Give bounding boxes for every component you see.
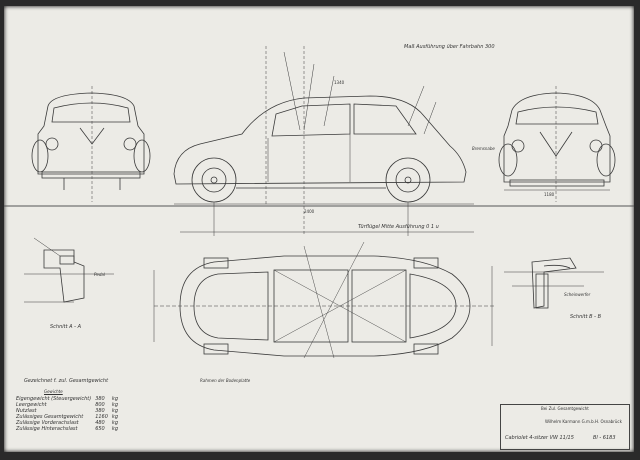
weight-label: Leergewicht xyxy=(16,402,47,408)
pedal-label: Pedal xyxy=(94,272,105,277)
title-block: Bei Zul. Gesamtgewicht Wilhelm Karmann G… xyxy=(500,404,630,450)
title-block-number: Bl - 6183 xyxy=(593,435,616,441)
dim-label-2: 2400 xyxy=(304,209,315,214)
blueprint-sheet: Maß Ausführung über Fahrbahn 300 1340 24… xyxy=(4,6,634,452)
weight-label: Zulässige Vorderachslast xyxy=(16,420,79,426)
notes-title: Gezeichnet f. zul. Gesamtgewicht xyxy=(24,378,109,384)
weight-label: Zulässige Hinterachslast xyxy=(16,426,78,432)
dim-label-3: 1180 xyxy=(544,192,555,197)
weight-value: 650 xyxy=(95,426,105,432)
weight-unit: kg xyxy=(111,420,118,426)
weights-header: Gewichte xyxy=(44,389,63,394)
weight-unit: kg xyxy=(111,396,118,402)
front-view xyxy=(31,86,151,202)
weight-row: Zulässige Hinterachslast 650 kg xyxy=(14,426,120,432)
floor-note: Rahmen der Bodenplatte xyxy=(200,378,251,383)
dim-top-label: Maß Ausführung über Fahrbahn 300 xyxy=(404,44,495,50)
weight-value: 480 xyxy=(95,420,105,426)
technical-drawing xyxy=(4,46,634,359)
section-a-label: Schnitt A - A xyxy=(50,324,81,330)
weight-row: Zulässige Vorderachslast 480 kg xyxy=(14,420,120,426)
title-block-company: Wilhelm Karmann G.m.b.H. Osnabrück xyxy=(545,419,622,424)
rear-view xyxy=(498,86,616,202)
weight-value: 380 xyxy=(95,396,105,402)
weight-value: 380 xyxy=(95,408,105,414)
weight-unit: kg xyxy=(111,426,118,432)
side-view xyxy=(173,46,474,236)
section-a-a xyxy=(24,237,114,303)
weight-value: 1160 xyxy=(95,414,108,420)
weight-row: Leergewicht 800 kg xyxy=(14,402,120,408)
section-b-b xyxy=(504,257,604,309)
weight-label: Nutzlast xyxy=(16,408,37,414)
title-block-title: Cabriolet 4-sitzer VW 11/15 xyxy=(505,435,574,441)
weight-unit: kg xyxy=(111,402,118,408)
brake-label: Bremsnabe xyxy=(472,146,495,151)
weight-label: Eigengewicht (Steuergewicht) xyxy=(16,396,92,402)
title-block-header: Bei Zul. Gesamtgewicht xyxy=(541,406,589,411)
section-b-label: Schnitt B - B xyxy=(570,314,602,320)
weight-row: Eigengewicht (Steuergewicht)380 kg xyxy=(14,396,120,402)
weight-label: Zulässiges Gesamtgewicht xyxy=(16,414,84,420)
weight-row: Nutzlast 380 kg xyxy=(14,408,120,414)
plan-view xyxy=(153,241,494,359)
weight-unit: kg xyxy=(111,414,118,420)
door-note: Türflügel Mitte Ausführung 0 1 u xyxy=(358,224,439,230)
weight-value: 800 xyxy=(95,402,105,408)
headlamp-label: Scheinwerfer xyxy=(564,292,591,297)
weight-unit: kg xyxy=(111,408,118,414)
dim-label-1: 1340 xyxy=(334,80,345,85)
